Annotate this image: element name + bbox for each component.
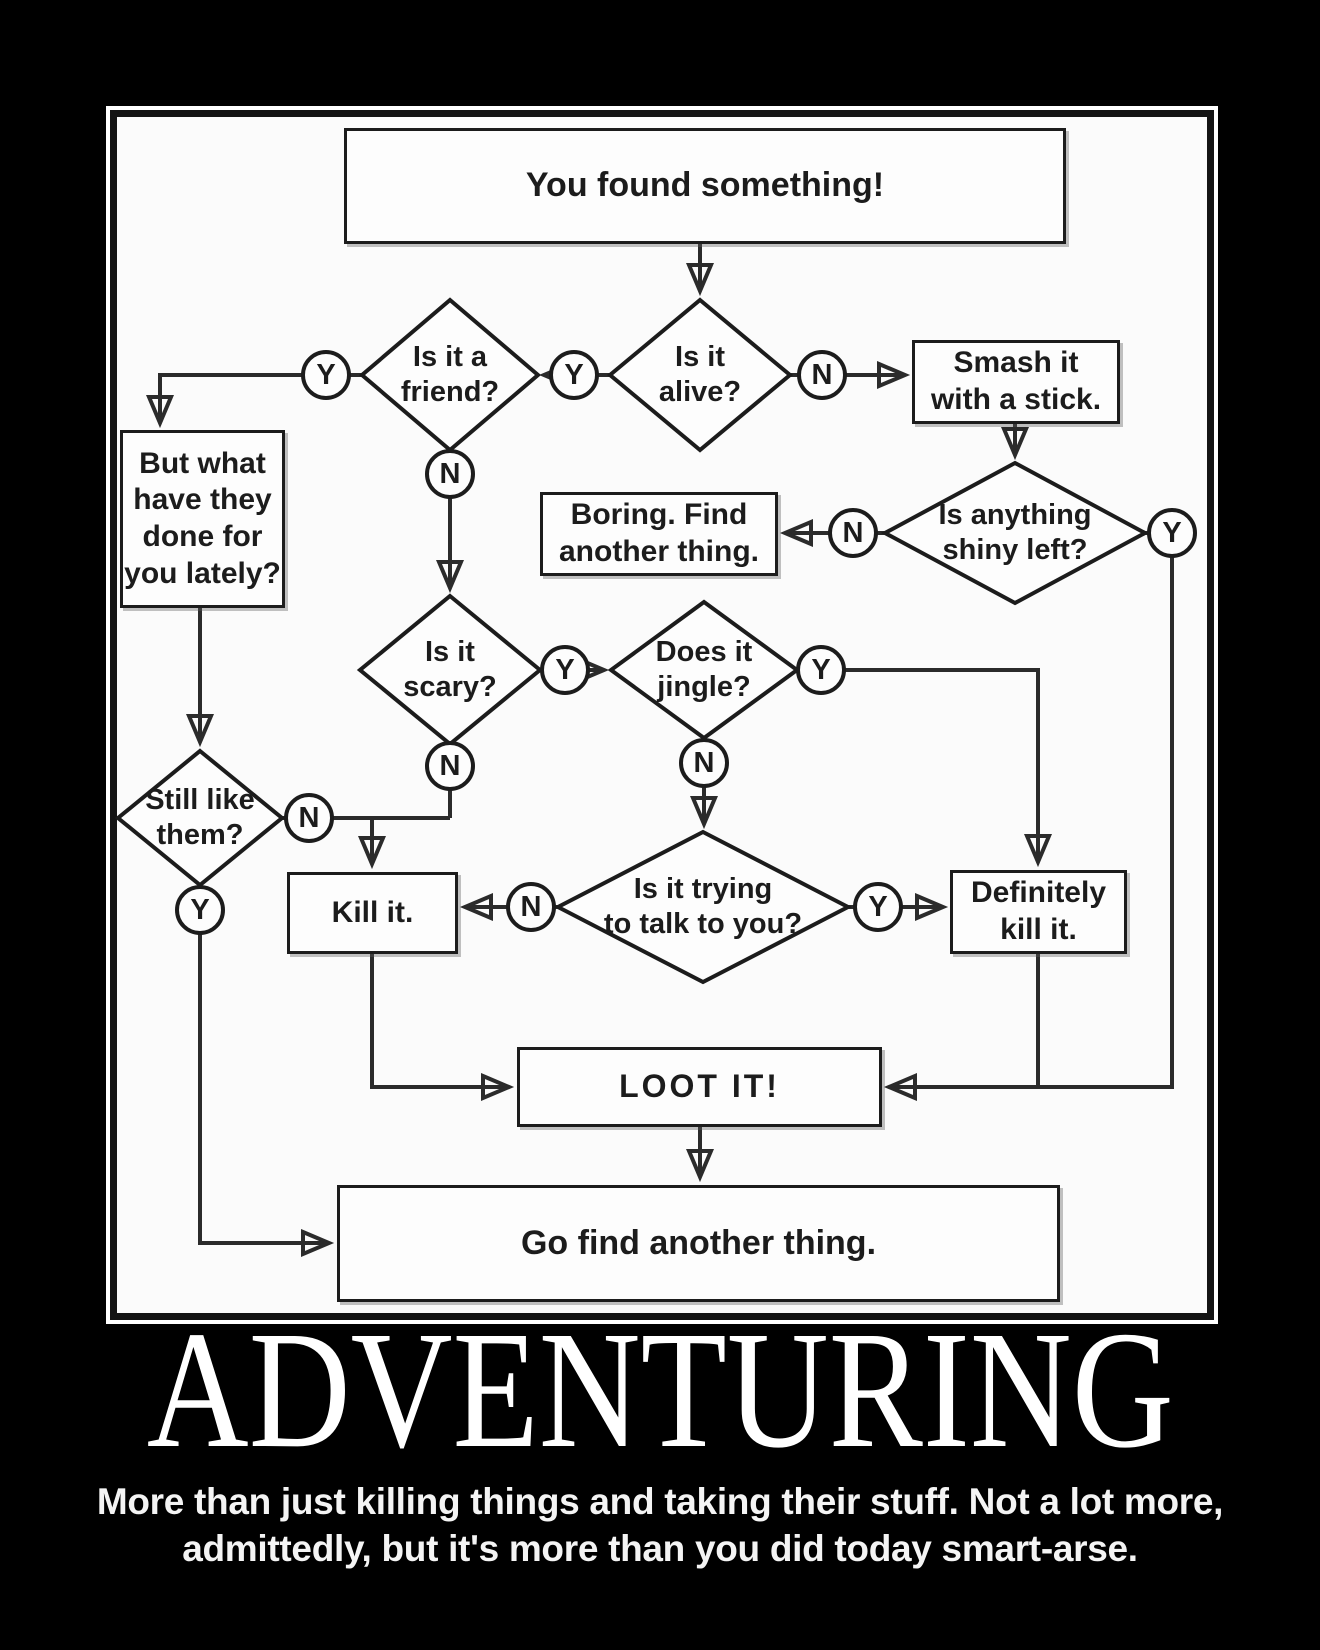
node-jingle-label: Does it jingle? [655,636,753,703]
poster-caption: More than just killing things and taking… [96,1481,1224,1570]
yn-circle-shiny-no: N [828,508,878,558]
node-scary: Is it scary? [360,625,540,715]
node-jingle: Does it jingle? [614,625,794,715]
node-scary-label: Is it scary? [403,636,497,703]
node-alive-label: Is it alive? [658,341,742,408]
node-defkill: Definitely kill it. [950,870,1127,954]
flowchart-panel [106,106,1218,1324]
node-loot: LOOT IT! [517,1047,882,1127]
yn-circle-jingle-yes: Y [796,645,846,695]
node-talk: Is it trying to talk to you? [568,862,838,952]
yn-circle-jingle-no: N [679,738,729,788]
yn-circle-alive-yes: Y [549,350,599,400]
node-still: Still like them? [115,773,285,863]
node-found-label: You found something! [525,166,885,205]
yn-circle-still-yes: Y [175,885,225,935]
yn-circle-shiny-yes: Y [1147,508,1197,558]
flowchart-canvas [110,110,1214,1320]
node-gofind: Go find another thing. [337,1185,1060,1302]
node-gofind-label: Go find another thing. [520,1223,877,1262]
yn-circle-friend-yes: Y [301,350,351,400]
node-kill-label: Kill it. [331,895,414,929]
node-found: You found something! [344,128,1066,244]
node-shiny-label: Is anything shiny left? [938,499,1092,566]
node-kill: Kill it. [287,872,458,954]
yn-circle-still-no: N [284,793,334,843]
poster-title-text: ADVENTURING [146,1297,1174,1483]
node-boring: Boring. Find another thing. [540,492,778,576]
node-butwhat: But what have they done for you lately? [120,430,285,608]
yn-circle-talk-yes: Y [853,882,903,932]
yn-circle-scary-yes: Y [540,645,590,695]
node-defkill-label: Definitely kill it. [970,876,1107,946]
node-still-label: Still like them? [145,784,255,851]
node-friend: Is it a friend? [360,330,540,420]
node-butwhat-label: But what have they done for you lately? [124,446,281,590]
node-smash: Smash it with a stick. [912,340,1120,424]
yn-circle-friend-no: N [425,449,475,499]
poster-title: ADVENTURING [0,1306,1320,1474]
node-alive: Is it alive? [610,330,790,420]
yn-circle-alive-no: N [797,350,847,400]
node-smash-label: Smash it with a stick. [930,346,1102,416]
node-loot-label: LOOT IT! [619,1068,780,1105]
yn-circle-talk-no: N [506,882,556,932]
node-friend-label: Is it a friend? [400,341,500,408]
yn-circle-scary-no: N [425,741,475,791]
node-shiny: Is anything shiny left? [895,488,1135,578]
node-talk-label: Is it trying to talk to you? [603,873,803,940]
node-boring-label: Boring. Find another thing. [559,498,759,568]
